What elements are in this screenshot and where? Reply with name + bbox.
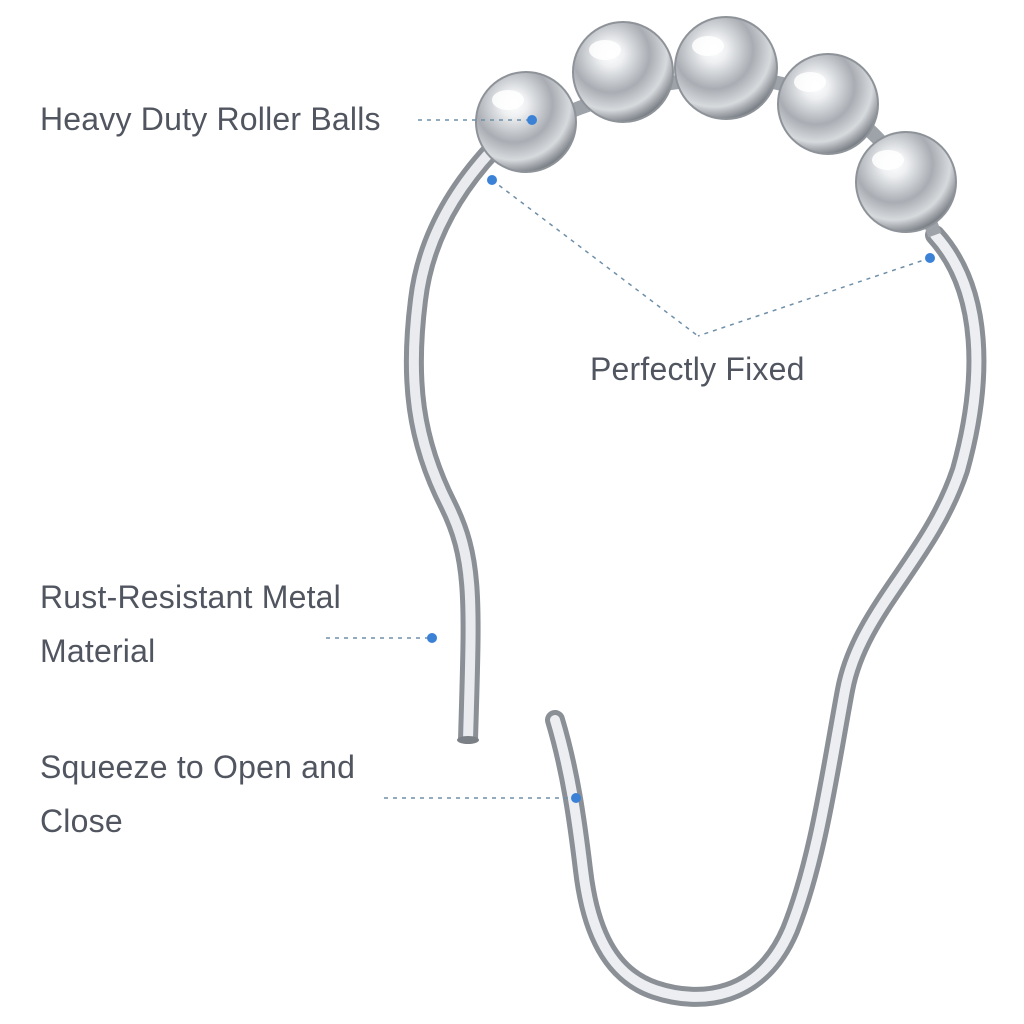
- callout-squeeze: Squeeze to Open and Close: [40, 740, 355, 848]
- marker-fixed-left: [487, 175, 497, 185]
- marker-rust: [427, 633, 437, 643]
- roller-ball-4: [777, 53, 879, 155]
- callout-squeeze-line-2: Close: [40, 803, 123, 839]
- marker-dots: [427, 115, 935, 803]
- roller-ball-1: [475, 71, 577, 173]
- marker-roller-balls: [527, 115, 537, 125]
- leader-lines: [326, 119, 931, 799]
- callout-perfectly-fixed-text: Perfectly Fixed: [590, 351, 805, 387]
- callout-rust-line-2: Material: [40, 633, 156, 669]
- roller-ball-3: [674, 16, 778, 120]
- roller-ball-2: [572, 21, 674, 123]
- callout-rust-resistant: Rust-Resistant Metal Material: [40, 570, 341, 678]
- marker-fixed-right: [925, 253, 935, 263]
- callout-perfectly-fixed: Perfectly Fixed: [590, 342, 805, 396]
- leader-fixed-left: [491, 179, 699, 337]
- roller-ball-5: [855, 131, 957, 233]
- callout-rust-line-1: Rust-Resistant Metal: [40, 579, 341, 615]
- marker-squeeze: [571, 793, 581, 803]
- roller-balls: [475, 16, 957, 233]
- callout-squeeze-line-1: Squeeze to Open and: [40, 749, 356, 785]
- callout-roller-balls-text: Heavy Duty Roller Balls: [40, 101, 381, 137]
- leader-fixed-right: [697, 257, 931, 337]
- callout-roller-balls: Heavy Duty Roller Balls: [40, 92, 381, 146]
